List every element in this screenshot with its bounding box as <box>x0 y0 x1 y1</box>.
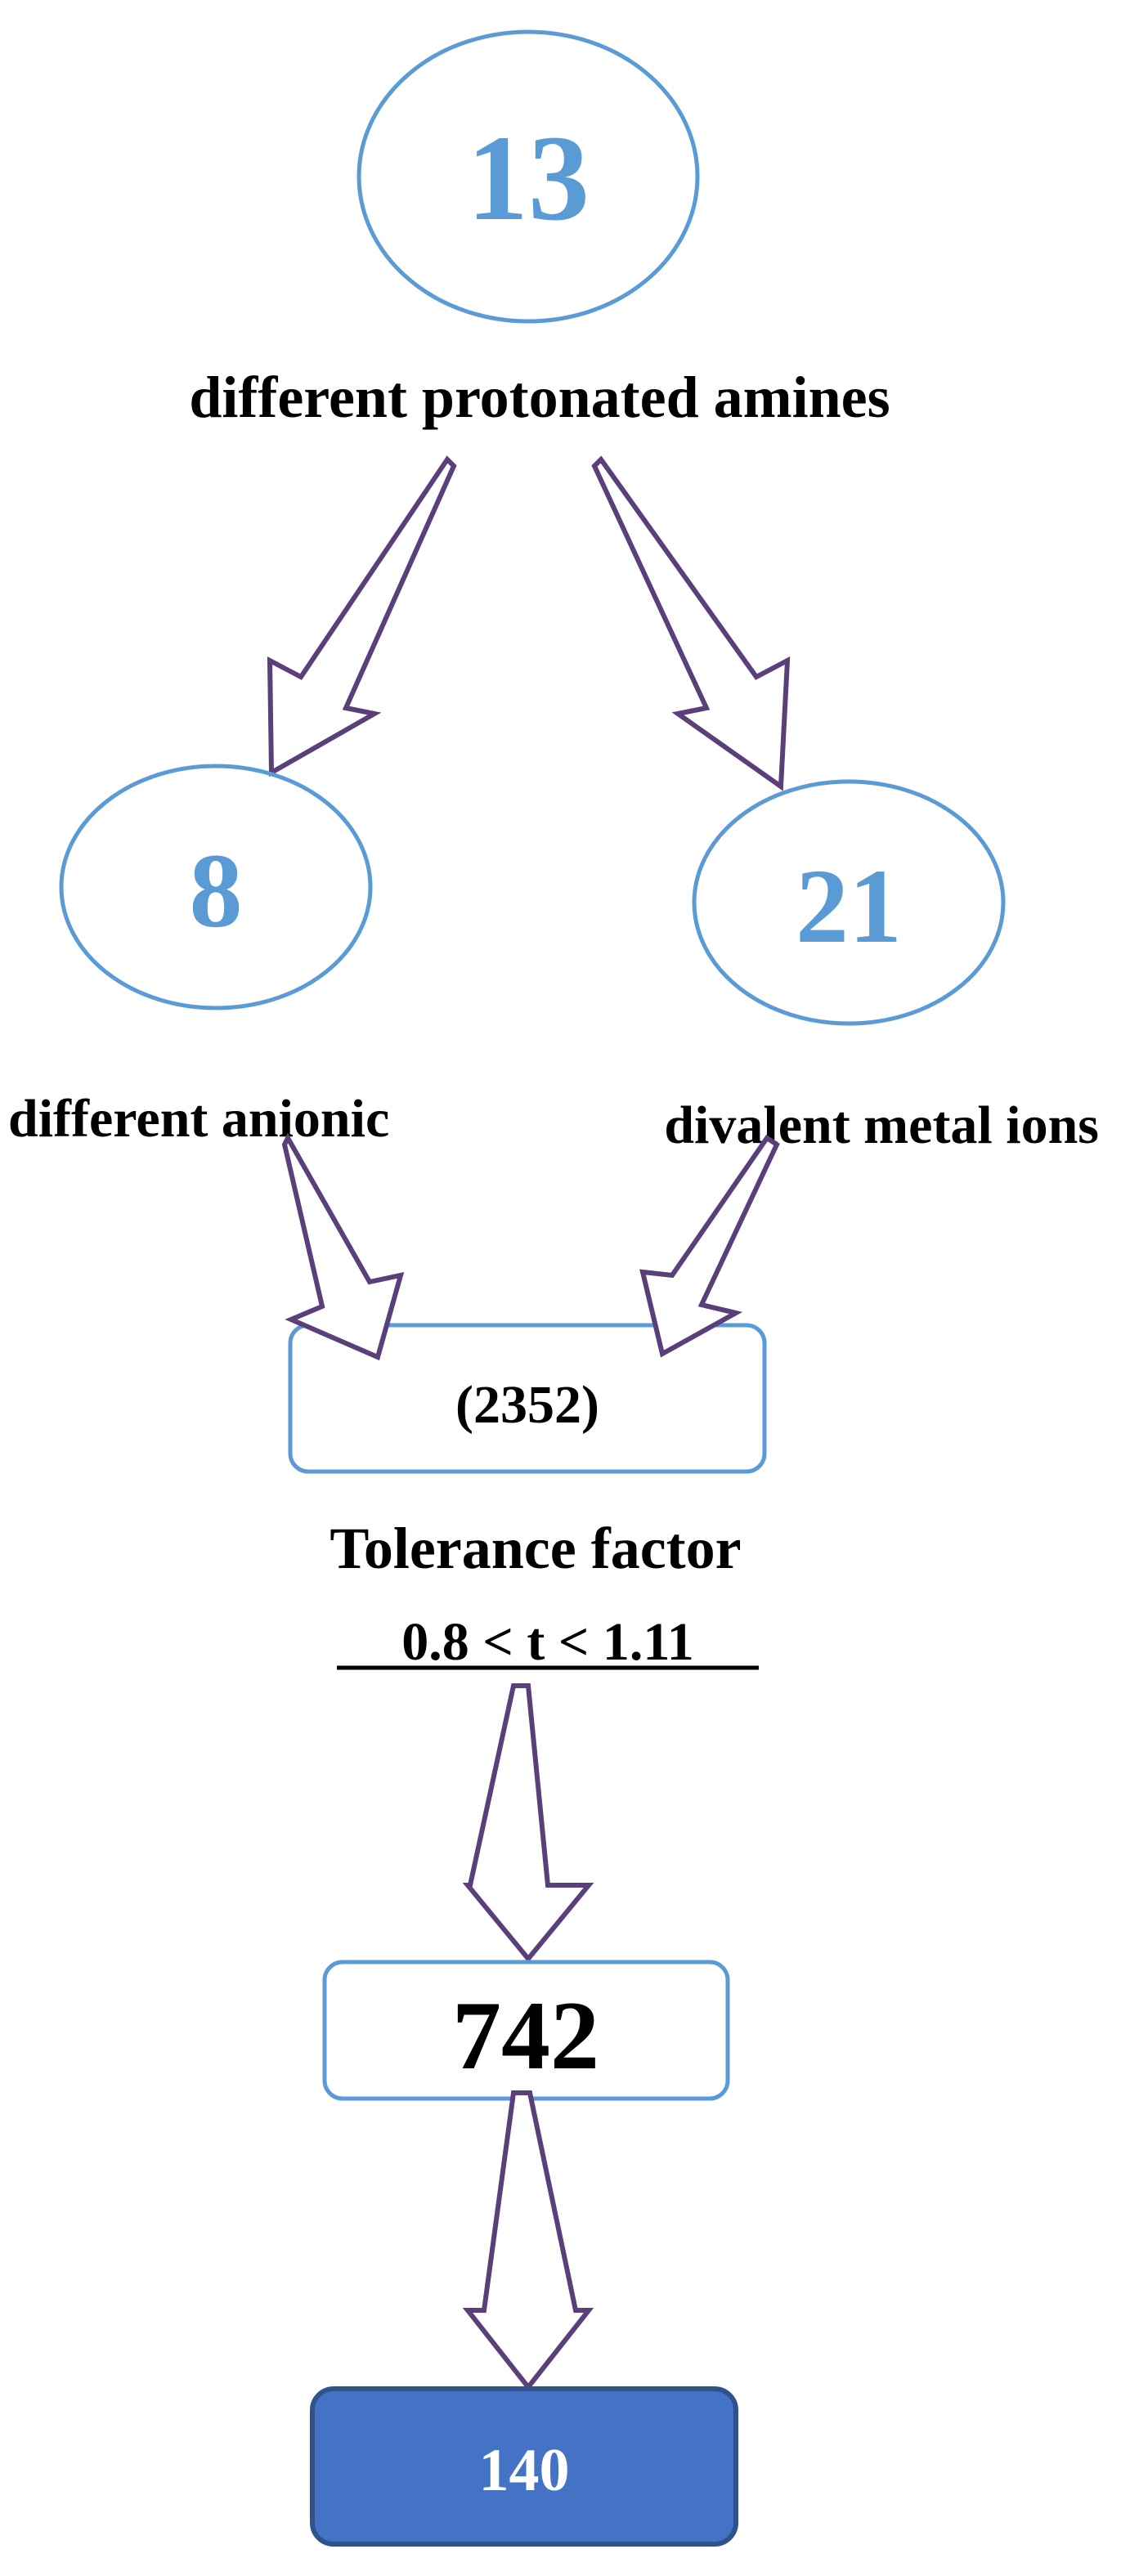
amines-label: different protonated amines <box>189 365 890 430</box>
amines-circle <box>356 29 700 324</box>
metal-circle <box>692 779 1006 1026</box>
arrow-to-final <box>462 2090 594 2391</box>
anionic-count: 8 <box>190 832 243 950</box>
metal-count: 21 <box>796 848 902 965</box>
final-box <box>310 2386 738 2547</box>
final-count: 140 <box>479 2437 570 2504</box>
arrow-to-anionic <box>267 455 457 777</box>
anionic-label: different anionic <box>8 1089 389 1149</box>
tolerance-label: Tolerance factor <box>330 1516 741 1581</box>
combinations-box <box>288 1323 767 1474</box>
combinations-count: (2352) <box>455 1375 599 1435</box>
filtered-count: 742 <box>452 1981 599 2090</box>
anionic-circle <box>59 764 373 1010</box>
metal-label: divalent metal ions <box>664 1095 1099 1155</box>
arrow-from-anionic <box>281 1132 405 1361</box>
tolerance-condition: 0.8 < t < 1.11 <box>401 1612 694 1672</box>
arrow-to-metal <box>591 455 791 791</box>
amines-count: 13 <box>467 110 590 246</box>
arrow-from-metal <box>639 1134 780 1358</box>
arrow-to-filtered <box>462 1683 594 1963</box>
